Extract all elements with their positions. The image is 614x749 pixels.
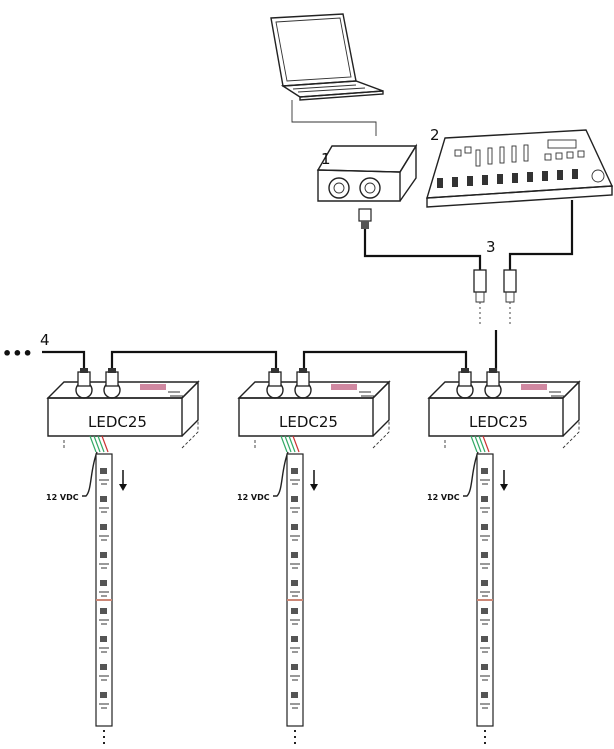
xlr-connectors: [473, 269, 517, 326]
led-chip: [481, 692, 488, 698]
led-chip: [291, 664, 298, 670]
led-chip: [291, 468, 298, 474]
callout-1: 1: [321, 150, 331, 168]
led-chip: [100, 692, 107, 698]
led-chip: [481, 636, 488, 642]
controller-label: LEDC25: [279, 413, 338, 431]
led-chip: [291, 552, 298, 558]
laptop: [270, 13, 384, 136]
leader-dots: •••: [2, 344, 33, 363]
led-chip: [481, 608, 488, 614]
dmx-chain-cable: [42, 330, 498, 376]
controller-3: LEDC25 12 VDC: [427, 368, 581, 746]
led-chip: [100, 636, 107, 642]
led-strip: [476, 453, 494, 727]
led-chip: [291, 636, 298, 642]
led-chip: [481, 468, 488, 474]
supply-label: 12 VDC: [237, 493, 270, 502]
led-chip: [291, 580, 298, 586]
supply-label: 12 VDC: [427, 493, 460, 502]
led-chip: [481, 664, 488, 670]
led-chip: [291, 608, 298, 614]
led-chip: [481, 580, 488, 586]
led-chip: [481, 552, 488, 558]
led-chip: [100, 608, 107, 614]
callout-3: 3: [486, 238, 496, 256]
controller-2: LEDC25 12 VDC: [237, 368, 391, 746]
led-strip: [286, 453, 304, 727]
supply-label: 12 VDC: [46, 493, 79, 502]
controller-group: LEDC25 12 VDC LEDC25 12 VDC LEDC25 12 VDC: [46, 368, 581, 746]
callout-2: 2: [430, 126, 440, 144]
controller-label: LEDC25: [469, 413, 528, 431]
led-chip: [100, 496, 107, 502]
led-chip: [481, 496, 488, 502]
led-chip: [100, 524, 107, 530]
controller-label: LEDC25: [88, 413, 147, 431]
led-chip: [481, 524, 488, 530]
led-chip: [100, 580, 107, 586]
led-chip: [291, 524, 298, 530]
callout-4: 4: [40, 331, 50, 349]
led-chip: [291, 496, 298, 502]
led-strip: [95, 453, 113, 727]
led-chip: [291, 692, 298, 698]
led-chip: [100, 468, 107, 474]
dmx-interface: [316, 143, 482, 270]
dmx-console: [426, 129, 614, 270]
controller-1: LEDC25 12 VDC: [46, 368, 200, 746]
led-chip: [100, 552, 107, 558]
led-chip: [100, 664, 107, 670]
